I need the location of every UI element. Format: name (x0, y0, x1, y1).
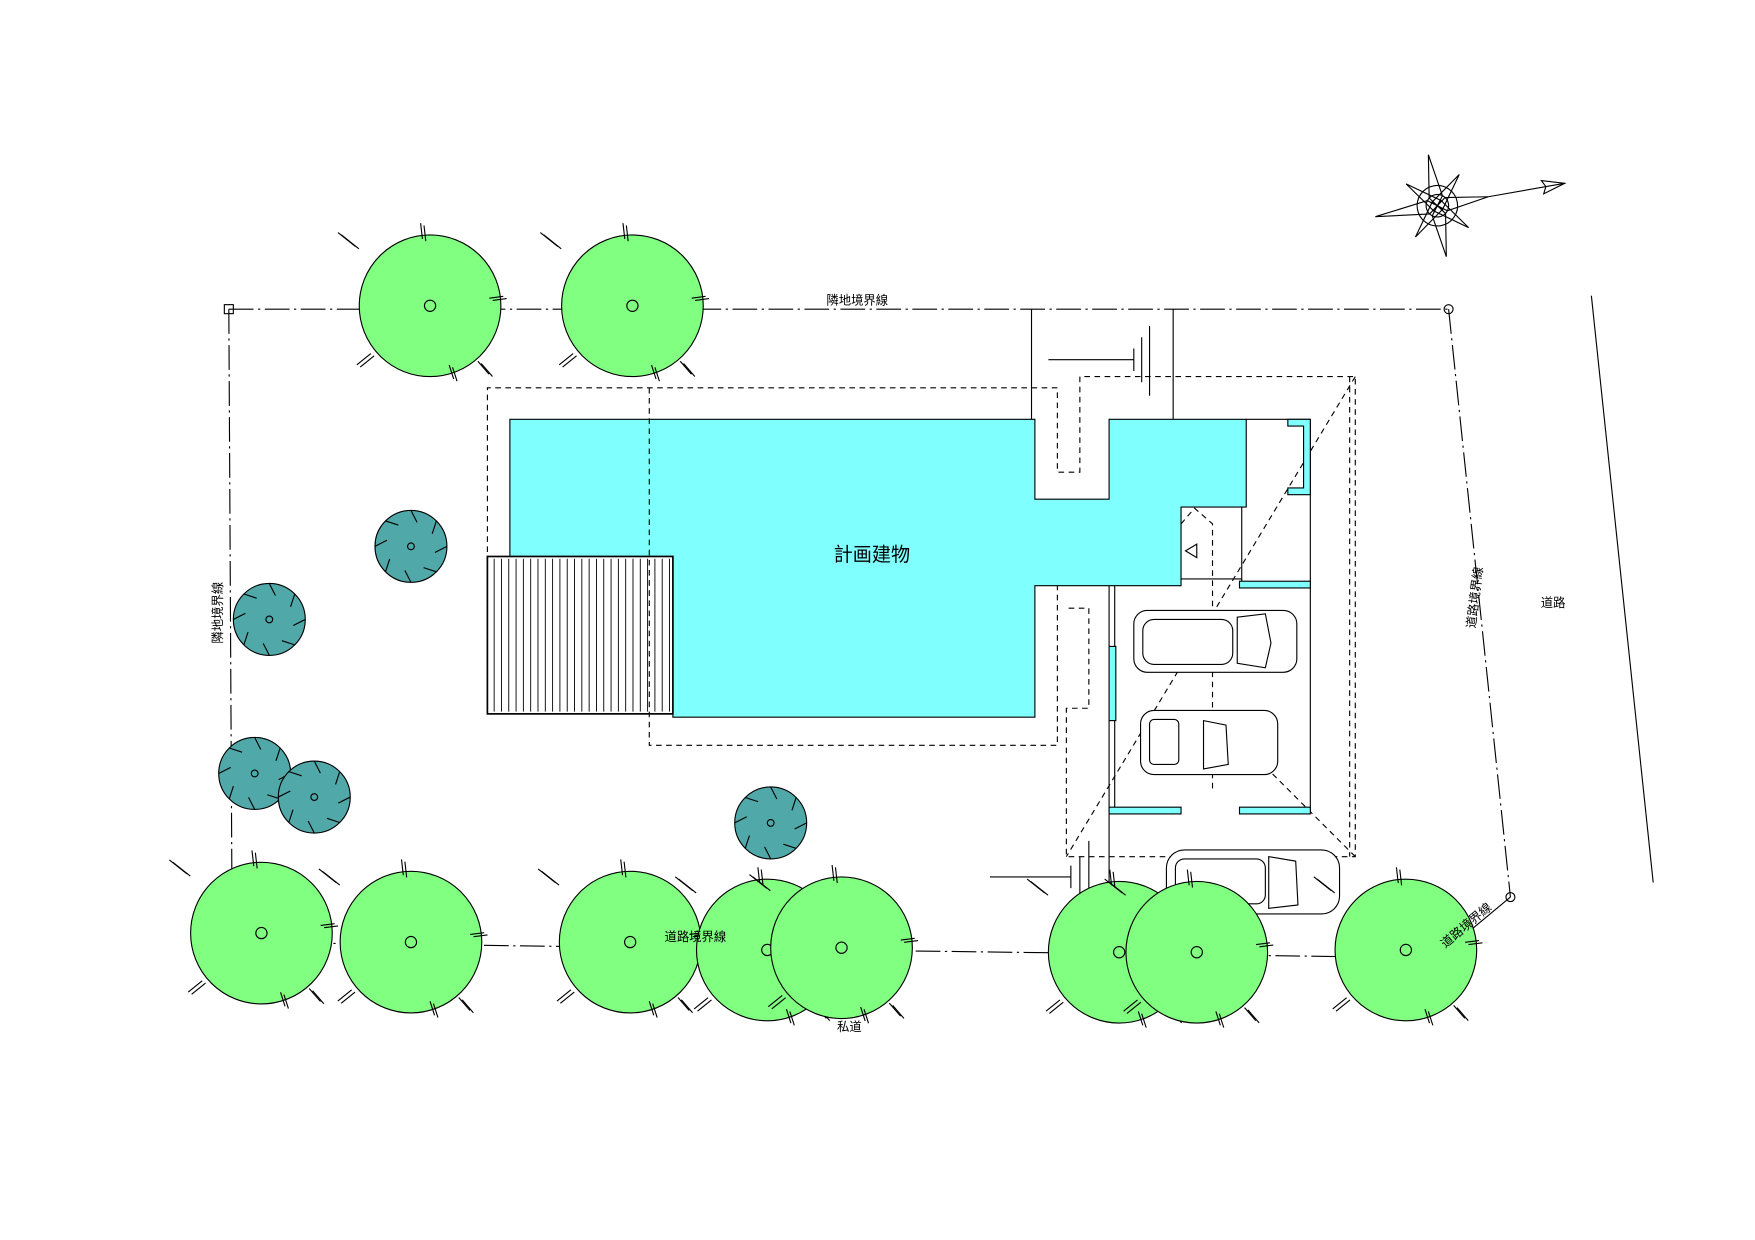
tree-icon (749, 865, 919, 1024)
carport (1108, 418, 1311, 815)
boundary-marker-circle (1505, 892, 1516, 903)
north-compass-icon (1375, 154, 1567, 257)
car-2 (1140, 709, 1279, 776)
road-edge-line (1590, 295, 1654, 883)
private-road-label: 私道 (837, 1020, 862, 1034)
shrubs (218, 509, 808, 860)
tree-icon (169, 850, 339, 1009)
boundary-marker-circle (1443, 304, 1454, 315)
trees (169, 223, 1483, 1028)
building-label: 計画建物 (834, 543, 910, 566)
tree-icon (318, 859, 488, 1018)
shrub-icon (374, 509, 448, 583)
west-boundary-label: 隣地境界線 (210, 582, 225, 644)
shrub-icon (734, 786, 808, 860)
shrub-icon (277, 760, 351, 834)
tree-icon (1104, 869, 1274, 1028)
tree-icon (537, 859, 707, 1018)
east-boundary-line (1448, 309, 1511, 898)
tree-icon (337, 223, 507, 382)
entrance-triangle-icon (1184, 543, 1198, 559)
tree-icon (540, 223, 710, 382)
west-boundary-line (228, 309, 233, 943)
shrub-icon (218, 736, 292, 810)
north-boundary-label: 隣地境界線 (826, 293, 888, 308)
boundary-marker-square (223, 304, 234, 315)
wood-deck (486, 555, 674, 715)
car-1 (1133, 609, 1298, 673)
south-boundary-label: 道路境界線 (664, 929, 726, 944)
east-boundary-label: 道路境界線 (1463, 566, 1485, 629)
tree-icon (1313, 867, 1483, 1026)
road-label: 道路 (1541, 595, 1566, 610)
shrub-icon (232, 582, 306, 656)
